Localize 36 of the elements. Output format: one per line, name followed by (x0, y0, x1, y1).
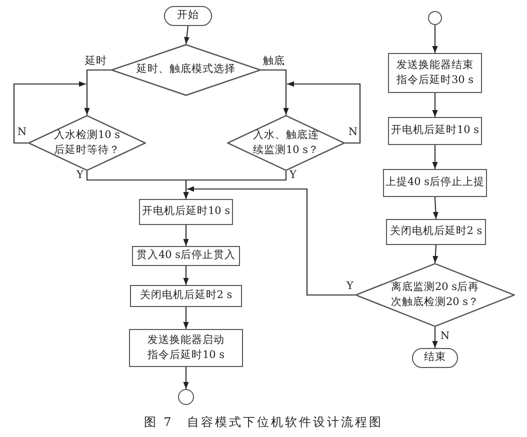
arrow (261, 69, 289, 115)
arrow (13, 81, 86, 144)
process-box: 开电机后延时10 s (388, 117, 482, 145)
process-box: 发送换能器启动指令后延时10 s (129, 329, 243, 367)
arrow (183, 307, 189, 329)
arrow (432, 25, 438, 53)
arrow (432, 244, 438, 264)
decision-diamond: 延时、触底模式选择 (111, 44, 261, 96)
process-box: 开电机后延时10 s (139, 199, 233, 225)
decision-diamond: 离底监测20 s后再次触底检测20 s？ (355, 263, 515, 327)
arrow (287, 81, 361, 144)
arrow (432, 145, 438, 169)
arrow (183, 266, 189, 285)
arrow (432, 93, 438, 117)
arrow (184, 26, 190, 44)
arrow (183, 225, 189, 246)
terminal-box: 结束 (412, 348, 458, 368)
process-box: 关闭电机后延时2 s (386, 219, 486, 245)
process-box: 贯入40 s后停止贯入 (132, 246, 240, 266)
terminal-box: 开始 (164, 6, 212, 26)
edge-label: 触底 (262, 56, 286, 68)
process-box: 关闭电机后延时2 s (130, 285, 242, 307)
arrow (183, 367, 189, 389)
arrow (183, 171, 287, 199)
arrow (187, 186, 355, 296)
edge-label: 延时 (84, 56, 108, 68)
process-box: 发送换能器结束指令后延时30 s (388, 53, 482, 93)
arrow (432, 327, 438, 348)
arrow (84, 69, 111, 115)
decision-diamond: 入水检测10 s后延时等待？ (28, 115, 146, 171)
arrow (432, 196, 438, 220)
connector-circle (428, 11, 442, 25)
connector-circle (178, 389, 194, 405)
process-box: 上提40 s后停止上提 (383, 169, 487, 197)
decision-diamond: 入水、触底连续监测10 s？ (227, 115, 345, 171)
caption: 图 7 自容模式下位机软件设计流程图 (142, 414, 384, 431)
